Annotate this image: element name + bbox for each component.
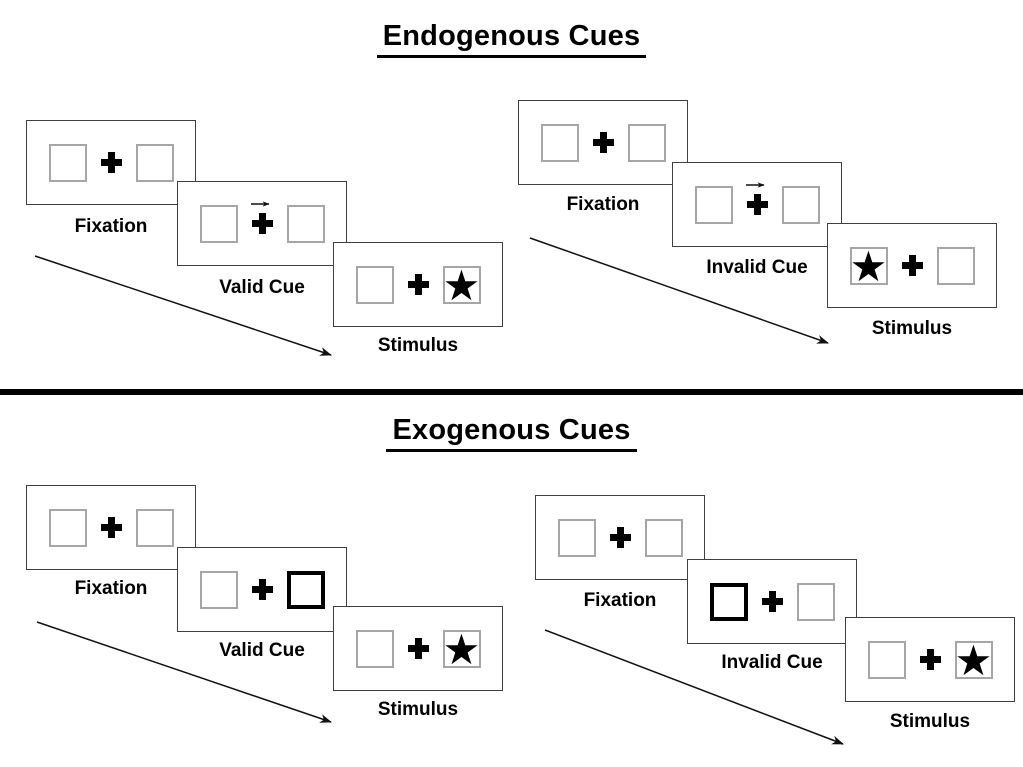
- left-box: [48, 143, 87, 182]
- center-cell: [251, 181, 273, 266]
- left-box: ★: [849, 241, 888, 291]
- section-title-text: Exogenous Cues: [386, 414, 637, 452]
- endo-invalid-fixation-panel: [518, 100, 688, 185]
- right-box-highlighted: [286, 570, 325, 609]
- left-box: [48, 508, 87, 547]
- fixation-cross-icon: [407, 638, 429, 659]
- right-box: [135, 508, 174, 547]
- left-box: [199, 204, 238, 243]
- panel-label: Stimulus: [871, 318, 953, 339]
- panel-label: Stimulus: [889, 711, 971, 732]
- panel-label: Valid Cue: [219, 640, 305, 661]
- left-box: [694, 185, 733, 224]
- cue-arrow-icon: [746, 182, 765, 188]
- exo-valid-stimulus-panel: ★: [333, 606, 503, 691]
- left-box-highlighted: [709, 582, 748, 621]
- panel-label: Stimulus: [377, 699, 459, 720]
- section-divider: [0, 389, 1023, 395]
- right-box: ★: [442, 624, 481, 674]
- exo-invalid-cue-panel: [687, 559, 857, 644]
- fixation-cross-icon: [746, 194, 768, 215]
- center-cell: [746, 162, 768, 247]
- star-icon: ★: [442, 260, 481, 310]
- endo-valid-stimulus-panel: ★: [333, 242, 503, 327]
- endo-invalid-cue-panel: [672, 162, 842, 247]
- center-cell: [100, 485, 122, 570]
- left-box: [355, 265, 394, 304]
- center-cell: [407, 242, 429, 327]
- left-box: [355, 629, 394, 668]
- right-box: ★: [442, 260, 481, 310]
- sequence-arrow-endo-invalid: [529, 237, 829, 344]
- fixation-cross-icon: [761, 591, 783, 612]
- left-box: [867, 640, 906, 679]
- left-box: [199, 570, 238, 609]
- center-cell: [592, 100, 614, 185]
- endo-valid-fixation-panel: [26, 120, 196, 205]
- center-cell: [609, 495, 631, 580]
- right-box: [781, 185, 820, 224]
- endo-invalid-stimulus-panel: ★: [827, 223, 997, 308]
- exo-invalid-stimulus-panel: ★: [845, 617, 1015, 702]
- star-icon: ★: [442, 624, 481, 674]
- center-cell: [761, 559, 783, 644]
- center-cell: [901, 223, 923, 308]
- endo-valid-cue-panel: [177, 181, 347, 266]
- exo-valid-cue-panel: [177, 547, 347, 632]
- cue-arrow-icon: [251, 201, 270, 207]
- right-box: [936, 246, 975, 285]
- fixation-cross-icon: [609, 527, 631, 548]
- panel-label: Valid Cue: [219, 277, 305, 298]
- section-title-text: Endogenous Cues: [376, 20, 647, 58]
- fixation-cross-icon: [251, 579, 273, 600]
- right-box: [644, 518, 683, 557]
- star-icon: ★: [849, 241, 888, 291]
- section-title-exogenous: Exogenous Cues: [0, 414, 1023, 452]
- panel-label: Fixation: [74, 578, 148, 599]
- exo-valid-fixation-panel: [26, 485, 196, 570]
- center-cell: [919, 617, 941, 702]
- center-cell: [407, 606, 429, 691]
- section-title-endogenous: Endogenous Cues: [0, 20, 1023, 58]
- panel-label: Stimulus: [377, 335, 459, 356]
- right-box: [286, 204, 325, 243]
- panel-label: Fixation: [566, 194, 640, 215]
- panel-label: Fixation: [74, 216, 148, 237]
- fixation-cross-icon: [901, 255, 923, 276]
- fixation-cross-icon: [407, 274, 429, 295]
- right-box: [135, 143, 174, 182]
- sequence-arrow-exo-valid: [36, 621, 332, 723]
- center-cell: [100, 120, 122, 205]
- panel-label: Invalid Cue: [706, 257, 808, 278]
- exo-invalid-fixation-panel: [535, 495, 705, 580]
- fixation-cross-icon: [919, 649, 941, 670]
- right-box: [796, 582, 835, 621]
- left-box: [540, 123, 579, 162]
- right-box: [627, 123, 666, 162]
- fixation-cross-icon: [100, 152, 122, 173]
- panel-label: Fixation: [583, 590, 657, 611]
- star-icon: ★: [954, 635, 993, 685]
- right-box: ★: [954, 635, 993, 685]
- fixation-cross-icon: [100, 517, 122, 538]
- left-box: [557, 518, 596, 557]
- center-cell: [251, 547, 273, 632]
- panel-label: Invalid Cue: [721, 652, 823, 673]
- fixation-cross-icon: [251, 213, 273, 234]
- sequence-arrow-exo-invalid: [544, 629, 844, 745]
- sequence-arrow-endo-valid: [34, 255, 332, 356]
- fixation-cross-icon: [592, 132, 614, 153]
